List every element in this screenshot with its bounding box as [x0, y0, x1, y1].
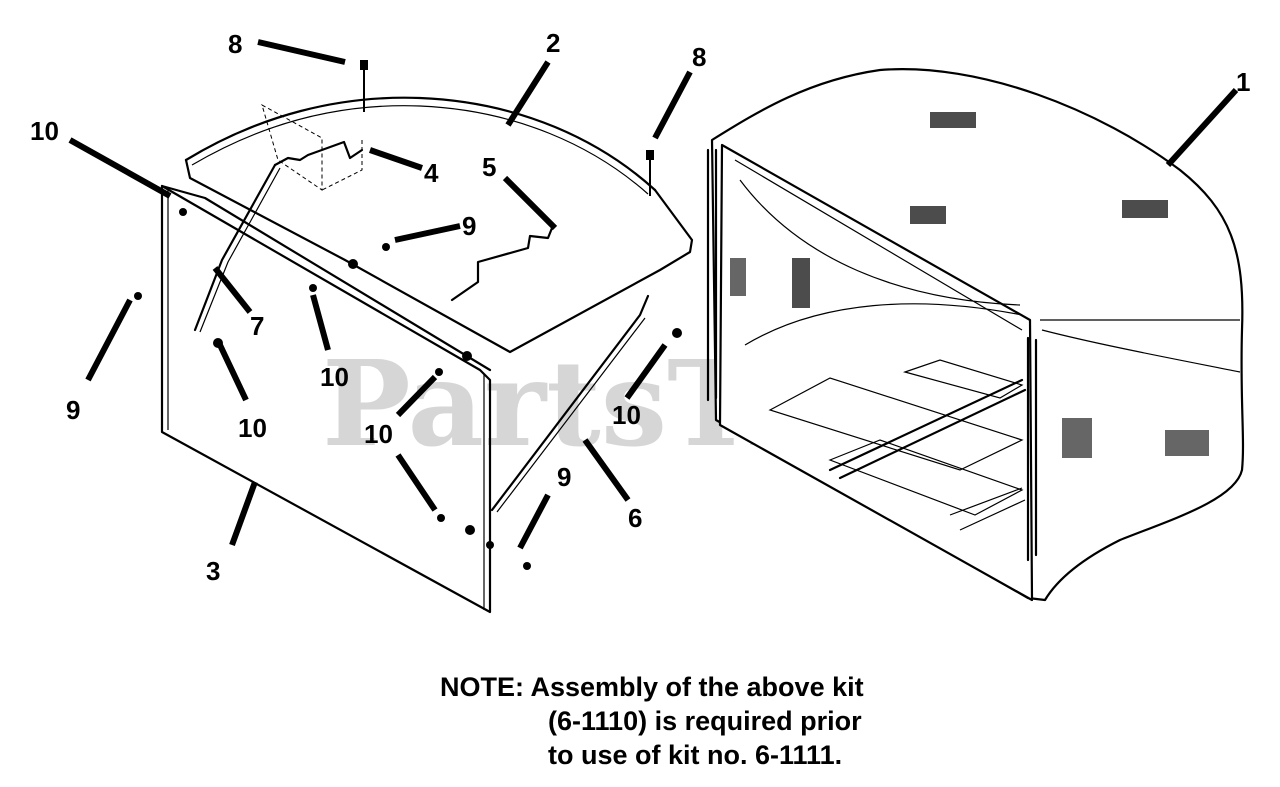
callout-10f: 10 [364, 419, 393, 449]
grass-bag [706, 68, 1245, 602]
rod-6 [490, 294, 650, 512]
callout-labels: 1 2 3 4 5 6 7 8 8 9 9 9 10 10 10 10 10 1… [30, 28, 1250, 586]
callout-9b: 9 [66, 395, 80, 425]
bag-print-marks [730, 112, 1209, 458]
callout-10e: 10 [612, 400, 641, 430]
callout-6: 6 [628, 503, 642, 533]
note-line-2: (6-1110) is required prior [548, 706, 862, 736]
bracket [273, 140, 364, 167]
note-line-3: to use of kit no. 6-1111. [548, 740, 843, 770]
callout-8b: 8 [692, 42, 706, 72]
fasteners [134, 60, 682, 570]
handle-frame [184, 158, 694, 354]
leader-lines [68, 39, 1239, 550]
callout-2: 2 [546, 28, 560, 58]
callout-7: 7 [250, 311, 264, 341]
frame-assembly [134, 60, 694, 614]
callout-8a: 8 [228, 29, 242, 59]
callout-9a: 9 [462, 211, 476, 241]
callout-10b: 10 [320, 362, 349, 392]
callout-10c: 10 [238, 413, 267, 443]
top-arch-rail [184, 96, 657, 192]
callout-4: 4 [424, 158, 439, 188]
callout-3: 3 [206, 556, 220, 586]
callout-9c: 9 [557, 462, 571, 492]
callout-10a: 10 [30, 116, 59, 146]
callout-1: 1 [1236, 67, 1250, 97]
callout-5: 5 [482, 152, 496, 182]
side-frame [160, 184, 492, 614]
note-line-1: NOTE: Assembly of the above kit [440, 672, 864, 702]
brace-7 [193, 163, 277, 332]
